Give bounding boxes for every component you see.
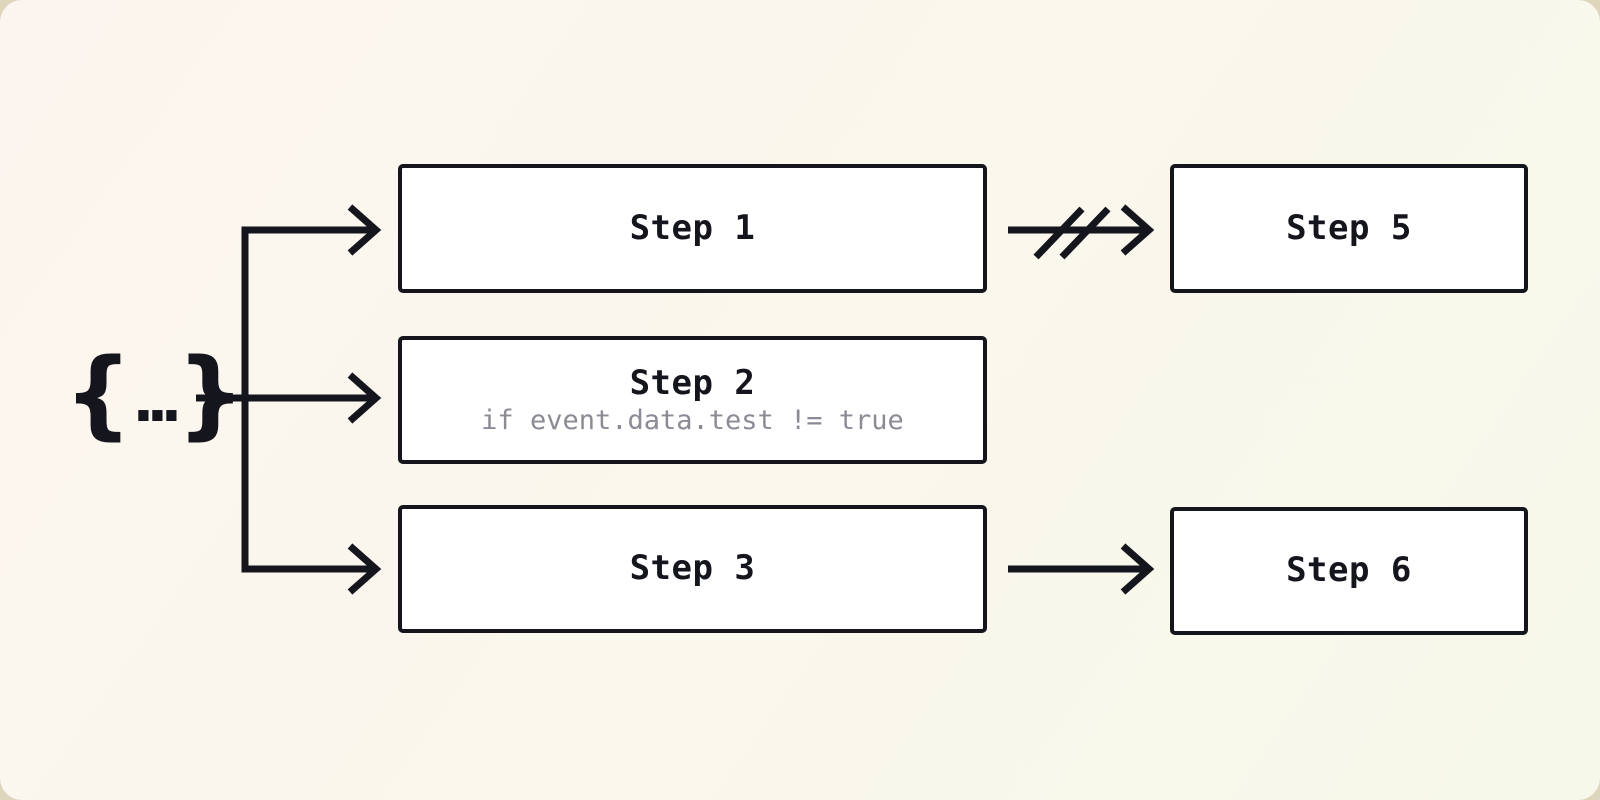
arrowhead-icon (347, 372, 382, 424)
edge-source-step2 (196, 372, 382, 424)
arrowhead-icon (347, 543, 382, 595)
open-brace-glyph: { (64, 337, 133, 450)
cancel-slash-icon (1033, 206, 1085, 260)
node-step2-label: Step 2 (629, 363, 756, 404)
node-step5-label: Step 5 (1286, 207, 1412, 248)
event-source-icon: { ... } (64, 344, 245, 444)
node-step5: Step 5 (1170, 164, 1528, 293)
edge-step1-step5-cancelled (1008, 204, 1155, 260)
node-step3: Step 3 (398, 505, 987, 633)
node-step6-label: Step 6 (1286, 550, 1412, 591)
node-step6: Step 6 (1170, 507, 1528, 635)
close-brace-glyph: } (176, 337, 245, 450)
ellipsis-dots-icon: ... (132, 367, 182, 435)
node-step2: Step 2 if event.data.test != true (398, 336, 987, 464)
arrowhead-icon (1120, 543, 1155, 595)
node-step3-label: Step 3 (629, 548, 756, 589)
cancel-slash-icon (1059, 206, 1111, 260)
arrowhead-icon (1120, 204, 1155, 256)
node-step1: Step 1 (398, 164, 987, 293)
arrowhead-icon (347, 204, 382, 256)
node-step1-label: Step 1 (629, 207, 756, 248)
node-step2-condition: if event.data.test != true (481, 405, 904, 437)
edge-step3-step6 (1008, 543, 1155, 595)
